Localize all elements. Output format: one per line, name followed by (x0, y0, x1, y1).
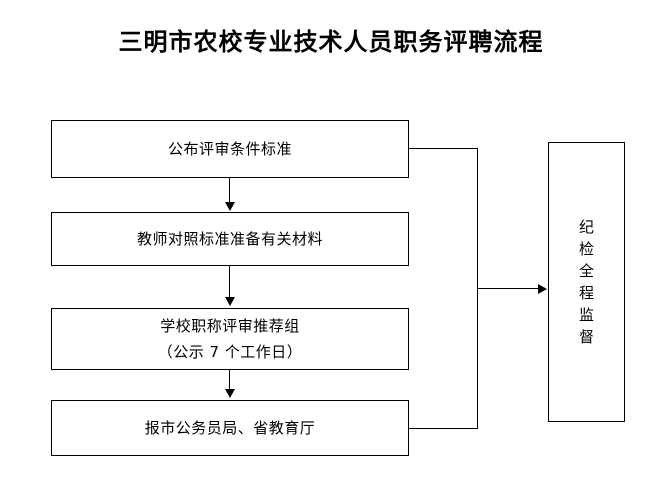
flow-node-discipline-supervision[interactable]: 纪 检 全 程 监 督 (548, 142, 625, 422)
connector-node1-node2 (229, 178, 230, 204)
flow-node-label: 教师对照标准准备有关材料 (136, 230, 323, 248)
page-title: 三明市农校专业技术人员职务评聘流程 (118, 27, 544, 56)
connector-bracket-branch (477, 288, 539, 289)
supervision-char: 纪 (578, 218, 594, 236)
connector-bracket-bottom (409, 428, 478, 429)
supervision-char: 检 (578, 240, 594, 258)
arrow-right-icon (538, 284, 547, 294)
flow-node-school-review[interactable]: 学校职称评审推荐组 （公示 7 个工作日） (51, 308, 409, 370)
arrow-down-icon (225, 202, 235, 211)
flow-node-label: 公布评审条件标准 (167, 140, 292, 158)
connector-node3-node4 (229, 370, 230, 391)
supervision-char: 程 (578, 284, 594, 302)
flow-node-label: 报市公务员局、省教育厅 (144, 419, 316, 437)
flow-node-label: 学校职称评审推荐组 (160, 317, 300, 335)
supervision-char: 全 (578, 262, 594, 280)
supervision-char: 监 (578, 306, 594, 324)
flow-node-publish-criteria[interactable]: 公布评审条件标准 (51, 120, 409, 178)
flow-node-teacher-prepare[interactable]: 教师对照标准准备有关材料 (51, 212, 409, 266)
connector-node2-node3 (229, 266, 230, 299)
flow-node-sublabel: （公示 7 个工作日） (157, 343, 303, 361)
flow-node-submit-bureau[interactable]: 报市公务员局、省教育厅 (51, 400, 409, 456)
arrow-down-icon (225, 297, 235, 306)
connector-bracket-top (409, 148, 478, 149)
arrow-down-icon (225, 389, 235, 398)
supervision-vertical-text: 纪 检 全 程 监 督 (549, 143, 624, 421)
supervision-char: 督 (578, 328, 594, 346)
